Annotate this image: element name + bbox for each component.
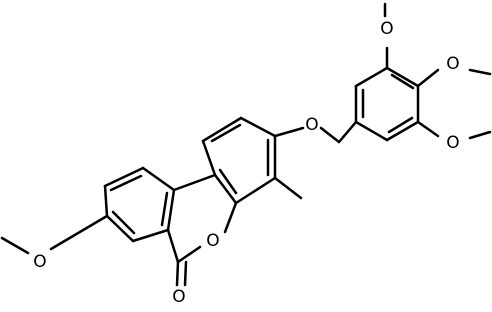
ring-d-trimethoxyphenyl	[319, 2, 492, 144]
bond	[103, 184, 109, 218]
double-bond-inner	[111, 210, 136, 235]
bond	[319, 126, 341, 144]
bond	[0, 236, 30, 255]
ring-c-left-benzene	[103, 166, 176, 243]
ring-b-lactone	[166, 173, 238, 287]
bond	[213, 173, 238, 205]
bond	[385, 120, 420, 142]
bond	[176, 245, 202, 264]
methyl-bond	[273, 176, 303, 200]
bond	[141, 166, 176, 192]
bond	[103, 166, 145, 188]
methoxy-bottom-oxygen-label: O	[446, 133, 459, 153]
bond	[105, 214, 135, 243]
bond	[416, 68, 440, 88]
bond	[354, 66, 389, 88]
double-bond-inner	[390, 73, 415, 90]
ring-oxygen-label: O	[206, 231, 219, 251]
bond	[131, 228, 170, 243]
methoxy-top-oxygen-label: O	[380, 19, 393, 39]
bond	[468, 130, 492, 140]
double-bond-inner	[210, 123, 242, 143]
carbonyl-oxygen-label: O	[172, 287, 185, 307]
methoxy-mid-oxygen-label: O	[446, 54, 459, 74]
carbonyl-bond	[183, 260, 188, 287]
double-bond-inner	[218, 168, 238, 195]
methoxy-left-oxygen-label: O	[33, 252, 46, 272]
bond	[172, 173, 217, 192]
bond	[166, 228, 180, 264]
ring-a-benzene	[201, 116, 305, 205]
bond	[223, 201, 238, 234]
bond	[201, 116, 243, 143]
bond	[354, 120, 389, 142]
bond	[385, 66, 420, 88]
bond	[166, 188, 176, 232]
ether-oxygen-label: O	[305, 115, 318, 135]
bond	[239, 116, 277, 138]
double-bond-inner	[109, 174, 143, 192]
bond	[201, 139, 217, 177]
bond	[416, 120, 440, 138]
bond	[234, 176, 277, 205]
bond	[337, 120, 358, 144]
bond	[49, 214, 109, 251]
carbonyl-bond	[175, 260, 180, 287]
methoxy-left	[0, 214, 109, 255]
bond	[273, 126, 305, 138]
bond	[468, 68, 492, 76]
double-bond-inner	[160, 191, 169, 227]
double-bond-inner	[387, 116, 414, 134]
